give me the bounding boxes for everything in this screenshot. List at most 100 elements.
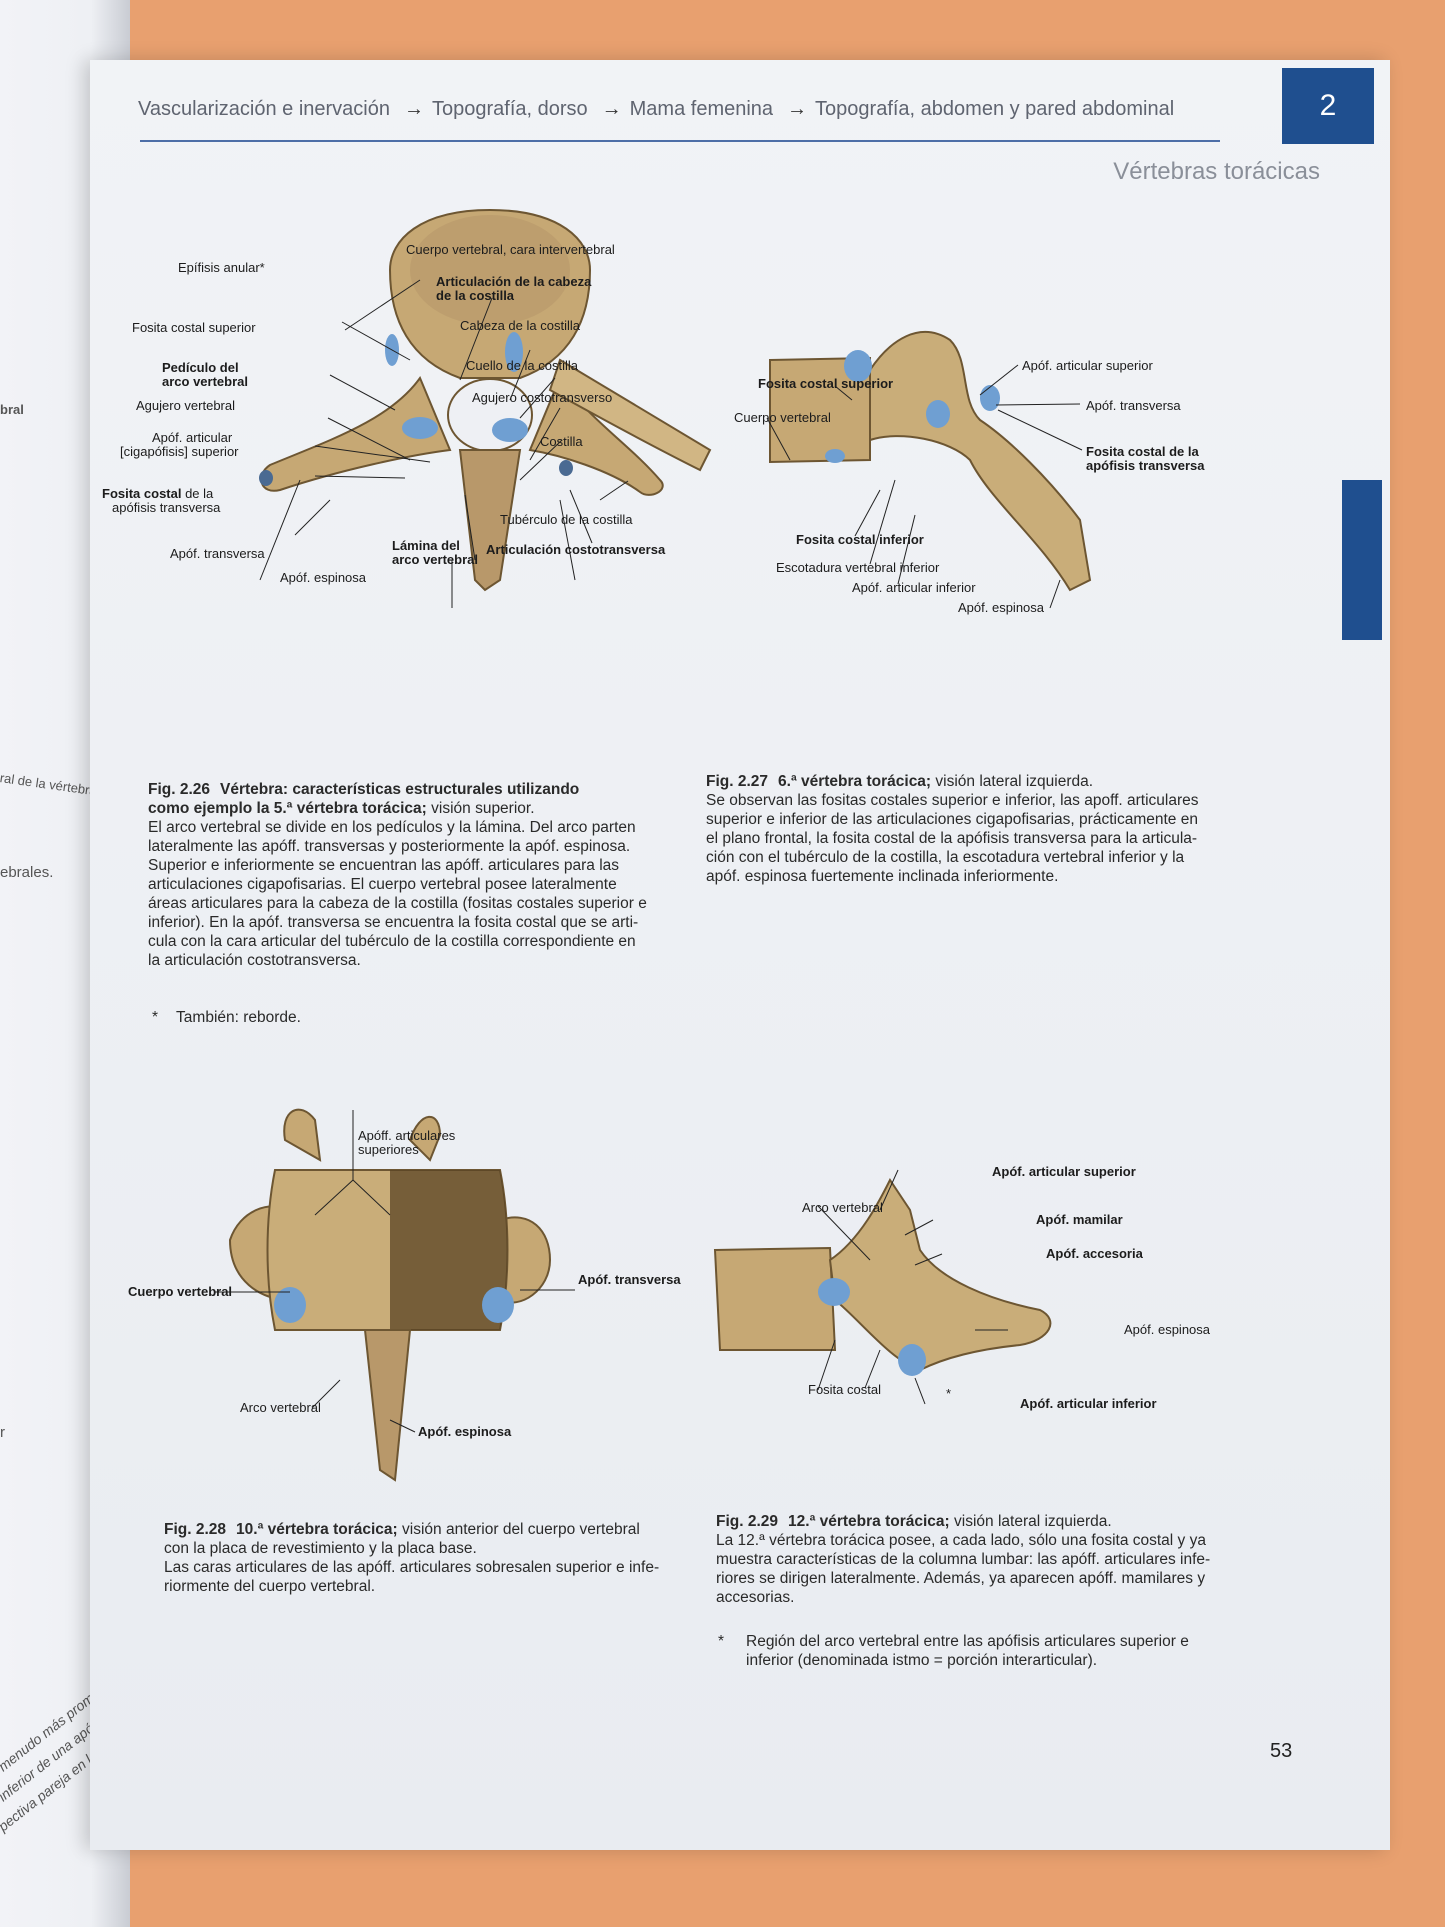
caption-body-line: apóf. espinosa fuertemente inclinada inf…	[706, 868, 1059, 885]
caption-body-line: inferior). En la apóf. transversa se enc…	[148, 914, 639, 931]
footnote-fig-2-29: * Región del arco vertebral entre las ap…	[718, 1632, 1238, 1670]
label-apof-espinosa-27: Apóf. espinosa	[958, 600, 1045, 615]
caption-body-line: El arco vertebral se divide en los pedíc…	[148, 819, 636, 836]
fig-2-27-leader-lines	[766, 364, 1083, 609]
label-apof-articular-superior-29: Apóf. articular superior	[992, 1164, 1136, 1179]
label-apof-transversa: Apóf. transversa	[170, 546, 265, 561]
label-lamina: Lámina del	[392, 538, 460, 553]
label-apof-transversa-27: Apóf. transversa	[1086, 398, 1181, 413]
label-tuberculo-costilla: Tubérculo de la costilla	[500, 512, 633, 527]
label-apof-transversa-28: Apóf. transversa	[578, 1272, 681, 1287]
fig-2-29-illustration	[713, 1169, 1052, 1405]
footnote-line: Región del arco vertebral entre las apóf…	[746, 1633, 1189, 1650]
caption-body-line: riores se dirigen lateralmente. Además, …	[716, 1570, 1206, 1587]
vertebra-anterior-view	[228, 1108, 552, 1482]
label-apof-articular-2: [cigapófisis] superior	[120, 444, 239, 459]
label-costilla: Costilla	[540, 434, 583, 449]
caption-body-line: ción con el tubérculo de la costilla, la…	[706, 849, 1185, 866]
label-fosita-costal-superior-27: Fosita costal superior	[758, 376, 894, 391]
caption-body-line: accesorias.	[716, 1589, 795, 1606]
footnote-mark: *	[718, 1633, 725, 1650]
label-fosita-costal-transversa: Fosita costal de la	[102, 486, 214, 501]
label-apof-articular-inferior-29: Apóf. articular inferior	[1020, 1396, 1157, 1411]
caption-body-line: riormente del cuerpo vertebral.	[164, 1578, 376, 1595]
arrow-icon: →	[601, 98, 622, 120]
fig-2-27-illustration	[766, 330, 1092, 609]
label-cabeza-costilla: Cabeza de la costilla	[460, 318, 580, 333]
label-apof-espinosa: Apóf. espinosa	[280, 570, 367, 585]
arrow-icon: →	[403, 98, 424, 120]
caption-body-line: áreas articulares para la cabeza de la c…	[148, 895, 647, 912]
caption-body-line: la articulación costotransversa.	[148, 952, 361, 969]
label-fosita-costal-transversa-27-2: apófisis transversa	[1086, 458, 1205, 473]
caption-body-line: el plano frontal, la fosita costal de la…	[706, 830, 1198, 847]
label-apof-articular-inferior-27: Apóf. articular inferior	[852, 580, 976, 595]
label-agujero-vertebral: Agujero vertebral	[136, 398, 235, 413]
label-lamina-2: arco vertebral	[392, 552, 478, 567]
label-articulacion-cabeza: Articulación de la cabeza	[436, 274, 592, 289]
caption-body-line: cula con la cara articular del tubérculo…	[148, 933, 636, 950]
side-tab-marker	[1342, 480, 1382, 640]
chapter-tab: 2	[1282, 68, 1374, 144]
label-star-29: *	[946, 1386, 952, 1401]
label-pediculo-2: arco vertebral	[162, 374, 248, 389]
label-fosita-costal-inferior-27: Fosita costal inferior	[796, 532, 924, 547]
label-apof-accesoria: Apóf. accesoria	[1046, 1246, 1143, 1261]
label-articulacion-costotransversa: Articulación costotransversa	[486, 542, 666, 557]
breadcrumb-item: Topografía, dorso	[431, 98, 588, 120]
label-fosita-costal-transversa-2: apófisis transversa	[112, 500, 221, 515]
fig-2-26-illustration	[259, 208, 712, 608]
label-apoff-articulares-superiores-2: superiores	[358, 1142, 419, 1157]
footnote-line: inferior (denominada istmo = porción int…	[746, 1652, 1098, 1669]
facing-page-fragment: ebrales.	[0, 864, 54, 881]
label-cuerpo-vertebral-cara: Cuerpo vertebral, cara intervertebral	[406, 242, 615, 257]
caption-body-line: superior e inferior de las articulacione…	[706, 811, 1198, 828]
fig-2-28-illustration	[215, 1108, 575, 1482]
label-cuerpo-vertebral-27: Cuerpo vertebral	[734, 410, 831, 425]
caption-body-line: Se observan las fositas costales superio…	[706, 792, 1199, 809]
breadcrumb: Vascularización e inervación → Topografía,…	[138, 98, 1180, 121]
label-apof-articular-superior-27: Apóf. articular superior	[1022, 358, 1153, 373]
facing-page-fragment: bral	[0, 402, 24, 417]
label-pediculo: Pedículo del	[162, 360, 239, 375]
label-apof-mamilar: Apóf. mamilar	[1036, 1212, 1123, 1227]
label-apof-espinosa-29: Apóf. espinosa	[1124, 1322, 1211, 1337]
caption-body-line: articulaciones cigapofisarias. El cuerpo…	[148, 876, 617, 893]
label-apof-espinosa-28: Apóf. espinosa	[418, 1424, 512, 1439]
caption-body-line: La 12.ª vértebra torácica posee, a cada …	[716, 1532, 1206, 1549]
breadcrumb-item: Topografía, abdomen y pared abdominal	[815, 98, 1175, 120]
label-arco-vertebral-28: Arco vertebral	[240, 1400, 321, 1415]
label-apof-articular: Apóf. articular	[152, 430, 233, 445]
header-rule	[140, 140, 1220, 142]
fig-2-29-leader-lines	[817, 1169, 1008, 1405]
footnote-fig-2-26: *También: reborde.	[152, 1009, 301, 1026]
label-fosita-costal-transversa-27: Fosita costal de la	[1086, 444, 1199, 459]
caption-body-line: Las caras articulares de las apóff. arti…	[164, 1559, 660, 1576]
caption-body-line: lateralmente las apóff. transversas y po…	[148, 838, 631, 855]
caption-body-line: muestra características de la columna lu…	[716, 1551, 1211, 1568]
label-arco-vertebral-29: Arco vertebral	[802, 1200, 883, 1215]
label-escotadura-27: Escotadura vertebral inferior	[776, 560, 940, 575]
label-articulacion-cabeza-2: de la costilla	[436, 288, 515, 303]
page-number: 53	[1270, 1740, 1293, 1762]
facing-page-fragment: r	[0, 1424, 5, 1441]
label-epifisis-anular: Epífisis anular*	[178, 260, 265, 275]
vertebra-lateral-view-12	[713, 1178, 1052, 1376]
caption-body-line: con la placa de revestimiento y la placa…	[164, 1540, 477, 1557]
label-fosita-costal-superior: Fosita costal superior	[132, 320, 256, 335]
vertebra-superior-view	[259, 208, 712, 592]
breadcrumb-item: Mama femenina	[629, 98, 774, 120]
caption-body-line: Superior e inferiormente se encuentran l…	[148, 857, 620, 874]
fig-2-26-leader-lines	[259, 279, 629, 608]
breadcrumb-item: Vascularización e inervación	[138, 98, 390, 120]
book-page: Vascularización e inervación → Topografía,…	[90, 60, 1390, 1850]
label-apoff-articulares-superiores: Apóff. articulares	[358, 1128, 456, 1143]
